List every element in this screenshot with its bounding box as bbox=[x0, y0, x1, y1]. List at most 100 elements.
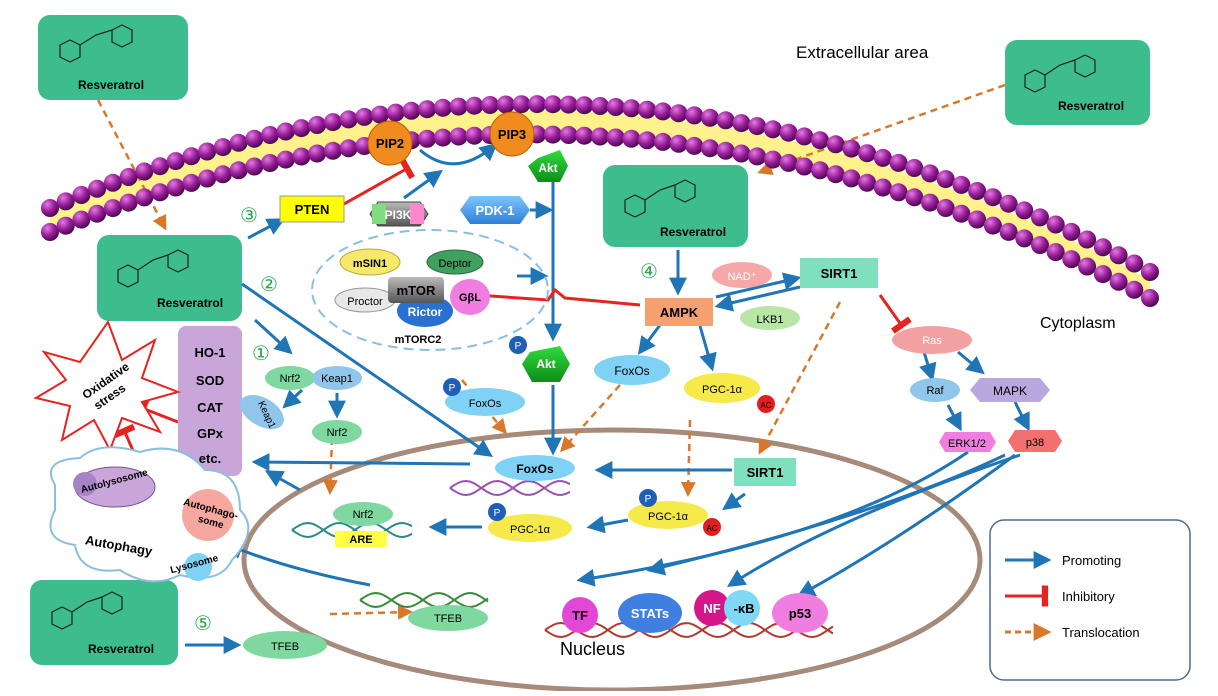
resveratrol-structure-icon bbox=[117, 249, 189, 288]
foxos-nuclear-node: FoxOs bbox=[495, 455, 575, 481]
svg-text:PI3K: PI3K bbox=[385, 208, 412, 222]
svg-text:P: P bbox=[645, 494, 652, 505]
phospholipid-head bbox=[638, 131, 657, 150]
phospholipid-head bbox=[1093, 238, 1112, 257]
svg-text:mSIN1: mSIN1 bbox=[353, 258, 387, 270]
phospholipid-head bbox=[826, 165, 845, 184]
resveratrol-structure-icon bbox=[624, 179, 696, 218]
phospholipid-head bbox=[166, 152, 185, 171]
phospholipid-head bbox=[936, 170, 955, 189]
nf-kb-node: NF -κB bbox=[694, 590, 760, 626]
stats-node: STATs bbox=[618, 593, 682, 633]
phospholipid-head bbox=[433, 98, 452, 117]
step-marker-4: ④ bbox=[640, 261, 658, 283]
legend-promoting: Promoting bbox=[1062, 553, 1121, 568]
phospholipid-head bbox=[323, 141, 342, 160]
phospholipid-head bbox=[889, 183, 908, 202]
phospholipid-head bbox=[873, 178, 892, 197]
dna-strand bbox=[359, 591, 489, 609]
phospholipid-head bbox=[1015, 229, 1034, 248]
svg-text:ERK1/2: ERK1/2 bbox=[948, 438, 986, 450]
phospholipid-head bbox=[653, 132, 672, 151]
phospholipid-head bbox=[1078, 230, 1097, 249]
phospholipid-head bbox=[873, 148, 892, 167]
phospholipid-head bbox=[166, 178, 185, 197]
phospholipid-head bbox=[1046, 215, 1065, 234]
dna-strand bbox=[449, 479, 571, 497]
pgc1a-nuclear-node: PGC-1α P bbox=[488, 503, 572, 542]
pten-node: PTEN bbox=[279, 195, 345, 223]
phospholipid-head bbox=[119, 193, 138, 212]
phospholipid-head bbox=[1141, 289, 1159, 307]
phospholipid-head bbox=[229, 133, 248, 152]
svg-text:SIRT1: SIRT1 bbox=[747, 465, 784, 480]
phospholipid-head bbox=[481, 96, 499, 114]
phospholipid-head bbox=[292, 119, 311, 138]
phospholipid-head bbox=[276, 122, 295, 141]
svg-text:mTORC2: mTORC2 bbox=[395, 334, 442, 346]
phospholipid-head bbox=[653, 102, 672, 121]
phospholipid-head bbox=[418, 129, 437, 148]
svg-text:TF: TF bbox=[572, 608, 588, 623]
raf-node: Raf bbox=[910, 378, 960, 402]
pi3k-node: PI3K bbox=[369, 201, 429, 227]
mapk-node: MAPK bbox=[970, 378, 1050, 402]
phospholipid-head bbox=[999, 222, 1018, 241]
svg-text:SOD: SOD bbox=[196, 373, 224, 388]
phospholipid-head bbox=[763, 120, 782, 139]
svg-text:mTOR: mTOR bbox=[397, 283, 436, 298]
promoting-arrows bbox=[166, 142, 1030, 654]
svg-text:Raf: Raf bbox=[926, 385, 944, 397]
phospholipid-head bbox=[292, 147, 311, 166]
phospholipid-head bbox=[465, 96, 484, 115]
erk-node: ERK1/2 bbox=[939, 432, 996, 452]
pdk1-node: PDK-1 bbox=[460, 196, 530, 224]
resveratrol-box: Resveratrol bbox=[1005, 40, 1150, 125]
svg-text:GβL: GβL bbox=[459, 292, 481, 304]
phospholipid-head bbox=[732, 114, 751, 133]
foxos-phospho-node: FoxOs P bbox=[443, 378, 525, 416]
svg-text:PGC-1α: PGC-1α bbox=[510, 524, 551, 536]
svg-text:NAD⁺: NAD⁺ bbox=[727, 271, 756, 283]
nrf2-free-node: Nrf2 bbox=[312, 420, 362, 444]
dna-strand bbox=[544, 621, 834, 639]
phospholipid-head bbox=[245, 157, 264, 176]
foxos-cyto-node: FoxOs bbox=[594, 355, 670, 385]
phospholipid-head bbox=[371, 105, 389, 124]
svg-text:Akt: Akt bbox=[538, 161, 557, 175]
svg-text:AMPK: AMPK bbox=[660, 305, 699, 320]
phospholipid-head bbox=[103, 199, 122, 218]
step-marker-5: ⑤ bbox=[194, 613, 212, 635]
phospholipid-head bbox=[858, 144, 877, 163]
phospholipid-head bbox=[842, 139, 861, 158]
svg-text:Akt: Akt bbox=[536, 357, 555, 371]
svg-text:TFEB: TFEB bbox=[434, 613, 462, 625]
translocation-arrows bbox=[96, 83, 1006, 620]
phospholipid-head bbox=[213, 138, 232, 157]
p53-node: p53 bbox=[772, 593, 828, 633]
phospholipid-head bbox=[779, 153, 798, 172]
phospholipid-head bbox=[135, 188, 154, 207]
svg-text:HO-1: HO-1 bbox=[194, 345, 225, 360]
sirt1-nuclear-node: SIRT1 bbox=[734, 458, 796, 486]
nad-node: NAD⁺ bbox=[712, 262, 772, 288]
phospholipid-head bbox=[669, 104, 688, 123]
svg-text:FoxOs: FoxOs bbox=[614, 364, 649, 378]
phospholipid-head bbox=[748, 117, 767, 136]
svg-text:FoxOs: FoxOs bbox=[516, 462, 554, 476]
svg-text:PGC-1α: PGC-1α bbox=[648, 511, 689, 523]
phospholipid-head bbox=[921, 193, 939, 212]
phospholipid-head bbox=[811, 161, 829, 180]
sirt1-cyto-node: SIRT1 bbox=[800, 258, 878, 288]
svg-text:Nrf2: Nrf2 bbox=[327, 427, 348, 439]
phospholipid-head bbox=[229, 161, 248, 180]
phospholipid-head bbox=[1062, 222, 1081, 241]
resveratrol-label: Resveratrol bbox=[660, 225, 726, 239]
resveratrol-label: Resveratrol bbox=[1058, 99, 1124, 113]
svg-text:NF: NF bbox=[703, 601, 720, 616]
svg-text:P: P bbox=[449, 383, 456, 394]
phospholipid-head bbox=[543, 125, 562, 144]
phospholipid-head bbox=[1141, 263, 1159, 281]
phospholipid-head bbox=[921, 164, 939, 183]
